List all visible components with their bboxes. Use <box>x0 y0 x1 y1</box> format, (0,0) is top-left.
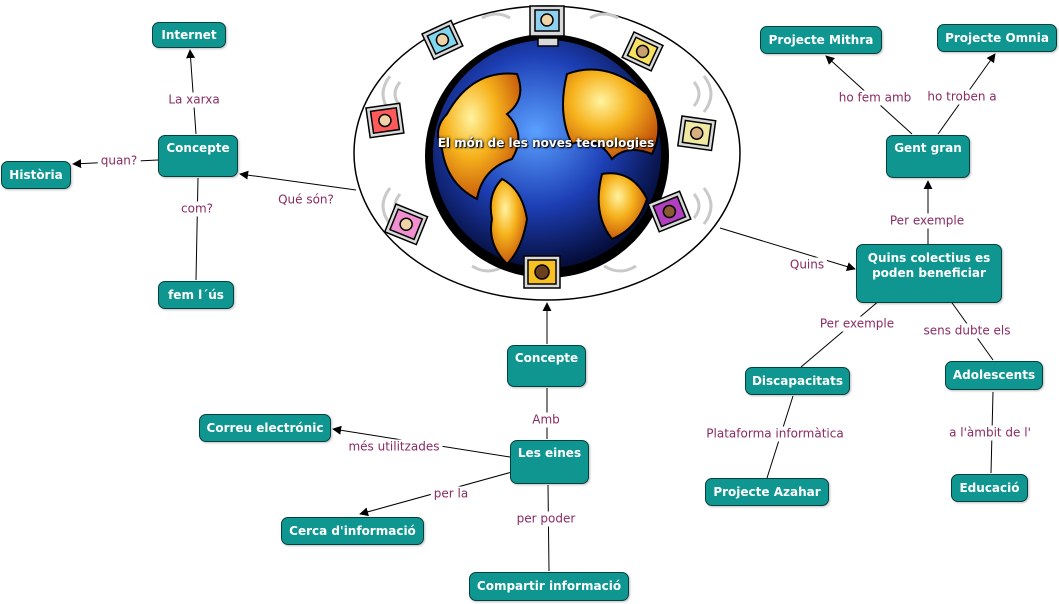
globe-with-computers-icon <box>352 4 742 302</box>
edge-eines-compartir <box>547 484 550 572</box>
link-label: Quins <box>786 257 828 273</box>
concepte-bottom-node[interactable]: Concepte <box>507 345 586 387</box>
les-eines-node[interactable]: Les eines <box>510 440 589 484</box>
link-label: La xarxa <box>165 92 223 108</box>
historia-node[interactable]: Història <box>1 161 71 189</box>
link-label: ho troben a <box>924 89 1000 105</box>
projecte-azahar-node[interactable]: Projecte Azahar <box>705 478 829 506</box>
link-label: ho fem amb <box>835 90 915 106</box>
link-label: Plataforma informàtica <box>703 426 847 442</box>
link-label: més utilitzades <box>345 439 443 455</box>
edge-globe-concepte <box>239 170 357 191</box>
discapacitats-node[interactable]: Discapacitats <box>745 367 850 395</box>
center-title: El món de les noves tecnologies <box>437 136 655 150</box>
quins-colectius-node[interactable]: Quins colectius es poden beneficiar <box>856 244 1002 303</box>
projecte-mithra-node[interactable]: Projecte Mithra <box>760 26 882 54</box>
correu-electronic-node[interactable]: Correu electrónic <box>199 414 331 442</box>
adolescents-node[interactable]: Adolescents <box>945 361 1043 390</box>
projecte-omnia-node[interactable]: Projecte Omnia <box>937 24 1057 52</box>
link-label: quan? <box>97 153 141 169</box>
edge-concepte-fem-us <box>195 177 199 281</box>
link-label: Amb <box>529 412 563 428</box>
link-label: sens dubte els <box>920 323 1014 339</box>
fem-us-node[interactable]: fem l´ús <box>158 281 234 309</box>
link-label: com? <box>178 201 216 217</box>
cerca-informacio-node[interactable]: Cerca d'informació <box>281 517 424 545</box>
internet-node[interactable]: Internet <box>152 22 226 48</box>
compartir-informacio-node[interactable]: Compartir informació <box>469 572 629 601</box>
link-label: Per exemple <box>886 213 968 229</box>
edge-globe-quins <box>719 227 856 271</box>
link-label: per la <box>430 486 472 502</box>
gent-gran-node[interactable]: Gent gran <box>886 135 970 178</box>
link-label: Qué són? <box>275 192 337 208</box>
educacio-node[interactable]: Educació <box>951 474 1028 502</box>
edge-quins-discapacitats <box>800 299 881 368</box>
link-label: per poder <box>513 511 579 527</box>
edge-concepte-internet <box>186 49 197 135</box>
link-label: a l'àmbit de l' <box>946 425 1034 441</box>
link-label: Per exemple <box>816 316 898 332</box>
concepte-left-node[interactable]: Concepte <box>158 135 238 177</box>
